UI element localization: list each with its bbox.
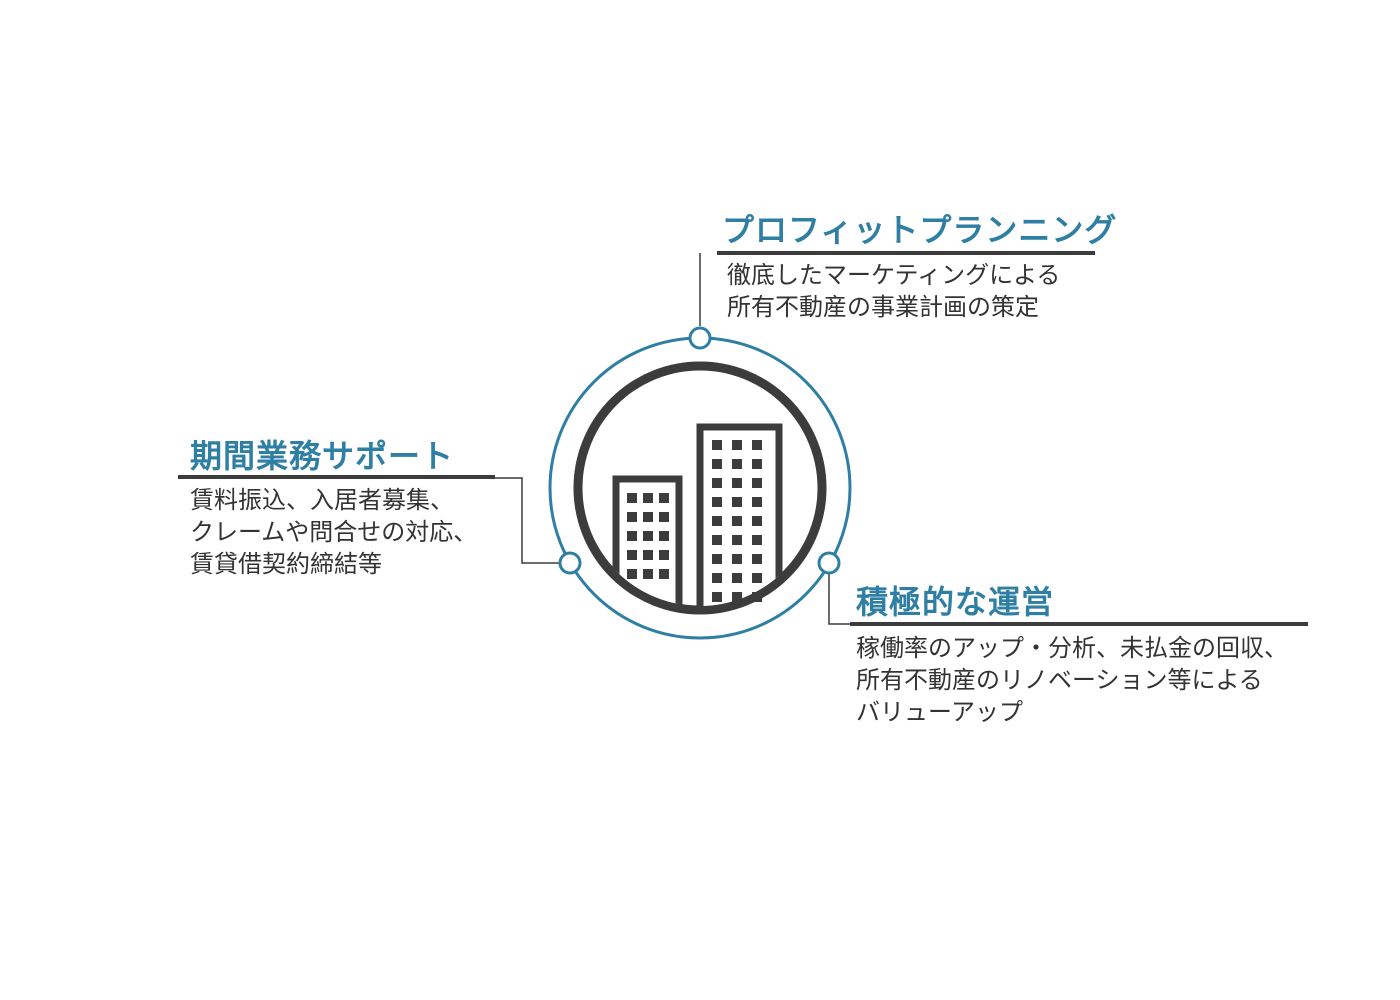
node-planning bbox=[688, 326, 712, 350]
building-window bbox=[643, 531, 653, 541]
operation-line: 稼働率のアップ・分析、未払金の回収、 bbox=[856, 634, 1288, 662]
building-window bbox=[712, 535, 722, 545]
building-window bbox=[643, 569, 653, 579]
support-line: クレームや問合せの対応、 bbox=[190, 518, 478, 546]
building-window bbox=[659, 493, 669, 503]
building-window bbox=[752, 554, 762, 564]
building-window bbox=[732, 459, 742, 469]
building-window bbox=[712, 478, 722, 488]
planning-line: 徹底したマーケティングによる bbox=[727, 261, 1061, 289]
building-window bbox=[752, 516, 762, 526]
building-window bbox=[659, 569, 669, 579]
short-building-windows bbox=[627, 493, 669, 579]
building-window bbox=[752, 497, 762, 507]
building-window bbox=[627, 493, 637, 503]
building-window bbox=[732, 554, 742, 564]
building-window bbox=[712, 459, 722, 469]
operation-line: バリューアップ bbox=[856, 698, 1024, 726]
support-title: 期間業務サポート bbox=[190, 437, 455, 475]
building-window bbox=[732, 535, 742, 545]
building-window bbox=[732, 592, 742, 602]
building-window bbox=[712, 440, 722, 450]
operation-description: 稼働率のアップ・分析、未払金の回収、 所有不動産のリノベーション等による バリュ… bbox=[856, 632, 1288, 728]
planning-line: 所有不動産の事業計画の策定 bbox=[727, 293, 1039, 321]
operation-line: 所有不動産のリノベーション等による bbox=[856, 666, 1263, 694]
node-operation bbox=[817, 551, 841, 575]
building-window bbox=[659, 550, 669, 560]
building-window bbox=[752, 459, 762, 469]
planning-title: プロフィットプランニング bbox=[722, 211, 1118, 249]
building-window bbox=[732, 497, 742, 507]
building-window bbox=[752, 535, 762, 545]
support-line: 賃貸借契約締結等 bbox=[190, 550, 382, 578]
node-support bbox=[558, 551, 582, 575]
building-window bbox=[627, 531, 637, 541]
planning-description: 徹底したマーケティングによる 所有不動産の事業計画の策定 bbox=[727, 259, 1060, 323]
underline-support bbox=[178, 475, 495, 479]
building-window bbox=[659, 512, 669, 522]
building-window bbox=[752, 592, 762, 602]
building-window bbox=[627, 550, 637, 560]
connector-operation bbox=[828, 572, 850, 625]
support-description: 賃料振込、入居者募集、 クレームや問合せの対応、 賃貸借契約締結等 bbox=[190, 484, 477, 580]
tall-building-windows bbox=[712, 440, 762, 602]
underline-operation bbox=[850, 622, 1308, 626]
building-window bbox=[712, 554, 722, 564]
building-window bbox=[643, 493, 653, 503]
building-window bbox=[732, 573, 742, 583]
building-window bbox=[643, 550, 653, 560]
support-line: 賃料振込、入居者募集、 bbox=[190, 486, 454, 514]
building-window bbox=[643, 512, 653, 522]
building-window bbox=[752, 573, 762, 583]
building-window bbox=[732, 516, 742, 526]
building-window bbox=[752, 478, 762, 488]
building-window bbox=[627, 512, 637, 522]
building-window bbox=[712, 516, 722, 526]
building-window bbox=[712, 497, 722, 507]
building-window bbox=[732, 478, 742, 488]
underline-planning bbox=[717, 251, 1095, 255]
building-window bbox=[659, 531, 669, 541]
building-window bbox=[712, 592, 722, 602]
building-window bbox=[712, 573, 722, 583]
connector-support bbox=[490, 477, 561, 564]
building-window bbox=[732, 440, 742, 450]
building-window bbox=[627, 569, 637, 579]
operation-title: 積極的な運営 bbox=[856, 583, 1055, 621]
building-window bbox=[752, 440, 762, 450]
